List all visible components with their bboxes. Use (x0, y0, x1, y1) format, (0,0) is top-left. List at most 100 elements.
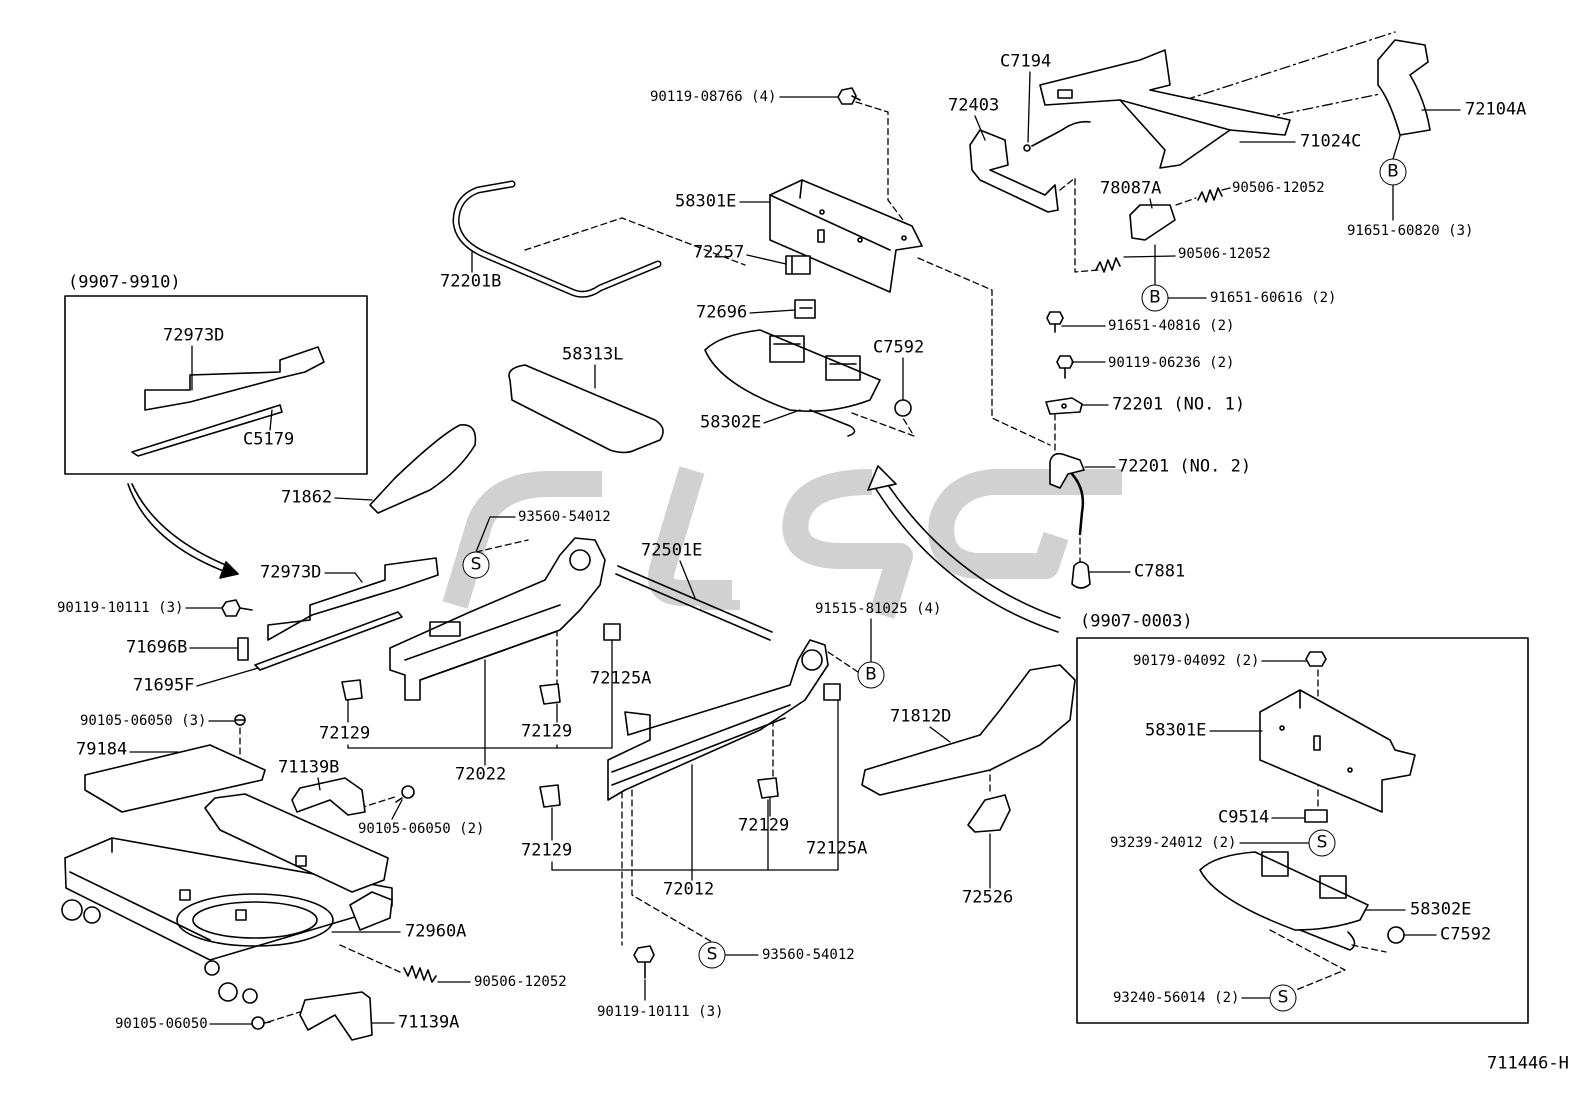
ref-symbol-s: S (698, 941, 726, 969)
part-label: 90119-10111 (3) (597, 1004, 724, 1020)
dashed-guide (851, 409, 915, 437)
clips-72125a (603, 623, 841, 701)
part-label: 72022 (455, 764, 507, 785)
cable-c7194 (1023, 120, 1091, 152)
leader-lines (129, 71, 1461, 1025)
seat-track-72022 (389, 537, 606, 701)
part-label: 72125A (590, 668, 652, 689)
part-label: 72129 (521, 721, 573, 742)
part-label: 90179-04092 (2) (1133, 653, 1260, 669)
lever-72403 (969, 129, 1059, 213)
part-label: 71695F (133, 675, 195, 696)
part-label: 72201 (NO. 1) (1112, 394, 1246, 415)
bolt-91651-40816 (1046, 311, 1064, 333)
part-label: 72403 (948, 95, 1000, 116)
part-label: 58302E (700, 412, 762, 433)
part-label: 72501E (641, 540, 703, 561)
part-label: 79184 (76, 739, 128, 760)
part-label: 90119-08766 (4) (650, 89, 777, 105)
part-label: 72125A (806, 838, 868, 859)
part-label: 72201B (440, 271, 502, 292)
ref-symbol-s: S (1269, 984, 1297, 1012)
part-label: 90506-12052 (1178, 246, 1271, 262)
seat-plate-58302e-inset (1199, 851, 1369, 951)
dashed-guide (359, 795, 399, 809)
dashed-guide (475, 539, 529, 553)
part-label: 90105-06050 (2) (358, 821, 485, 837)
clip-c9514 (1304, 809, 1328, 823)
inset-range-early: (9907-9910) (68, 272, 181, 293)
dashed-guide (631, 789, 713, 943)
part-label: 72973D (260, 562, 322, 583)
seat-frame-tube-72201b (452, 180, 662, 298)
clip-72257 (785, 255, 811, 275)
part-label: 72012 (663, 879, 715, 900)
part-label: 72526 (962, 887, 1014, 908)
dashed-guide (339, 944, 401, 973)
inset-range-late: (9907-0003) (1080, 611, 1193, 632)
part-label: 72960A (405, 921, 467, 942)
screw-90105-06050-cover (251, 1016, 271, 1030)
part-label: 58313L (562, 344, 624, 365)
bracket-72201-no1 (1045, 397, 1083, 415)
dashed-guide (1184, 31, 1396, 101)
screw-90105-06050-plate (234, 714, 246, 726)
dashed-guide (524, 217, 746, 266)
part-label: 91651-60820 (3) (1347, 223, 1474, 239)
part-label: 58301E (1145, 720, 1207, 741)
figure-code: 711446-H (1487, 1053, 1569, 1074)
dashed-guide (267, 1011, 301, 1023)
part-label: 72696 (696, 302, 748, 323)
part-label: 72129 (738, 815, 790, 836)
part-label: 91651-40816 (2) (1108, 318, 1235, 334)
part-label: 78087A (1100, 178, 1162, 199)
part-label: C7592 (873, 337, 925, 358)
rod-c5179 (131, 404, 283, 457)
rod-71695f (254, 611, 403, 671)
part-label: 58301E (675, 191, 737, 212)
part-label: C7881 (1134, 561, 1186, 582)
bracket-78087a (1129, 204, 1176, 241)
part-label: 71696B (126, 637, 188, 658)
clip-72696 (794, 299, 816, 319)
part-label: C7592 (1440, 924, 1492, 945)
dashed-guide (917, 257, 1051, 446)
knob-72526 (967, 794, 1011, 833)
part-label: 72104A (1465, 99, 1527, 120)
cushion-58313l (508, 364, 664, 454)
cap-c7592 (894, 399, 912, 417)
screw-90105-06050-bracket (395, 785, 415, 803)
ref-symbol-b: B (1141, 284, 1169, 312)
bracket-58301e-inset (1259, 689, 1416, 813)
dashed-guide (827, 651, 859, 673)
part-label: 90506-12052 (474, 974, 567, 990)
part-label: 72129 (319, 723, 371, 744)
part-label: 90506-12052 (1232, 180, 1325, 196)
part-label: 71812D (890, 706, 952, 727)
cap-c7592-inset (1387, 926, 1405, 944)
cover-71862 (369, 424, 477, 514)
bolt-90119-10111-bottom (633, 945, 655, 979)
bolt-90119-06236 (1056, 355, 1074, 379)
part-label: 90119-10111 (3) (57, 600, 184, 616)
cover-71812d (861, 664, 1076, 796)
bolt-90119-08766 (837, 87, 861, 105)
part-label: 93239-24012 (2) (1110, 835, 1237, 851)
part-label: 90105-06050 (115, 1016, 208, 1032)
spring-90506-12052-lower (1095, 257, 1121, 273)
ref-symbol-s: S (1308, 829, 1336, 857)
part-label: 71139B (278, 757, 340, 778)
bracket-58301e (769, 179, 923, 293)
part-label: 90105-06050 (3) (80, 713, 207, 729)
part-label: C9514 (1218, 807, 1270, 828)
spring-90506-12052-upper (1197, 187, 1223, 203)
ref-symbol-b: B (857, 661, 885, 689)
curved-arrow-large (867, 465, 1061, 633)
inset-frame-early (64, 295, 368, 475)
part-label: 91515-81025 (4) (815, 601, 942, 617)
curved-arrow-inset (127, 483, 239, 579)
dashed-guide (1351, 944, 1387, 953)
part-label: 72129 (521, 840, 573, 861)
